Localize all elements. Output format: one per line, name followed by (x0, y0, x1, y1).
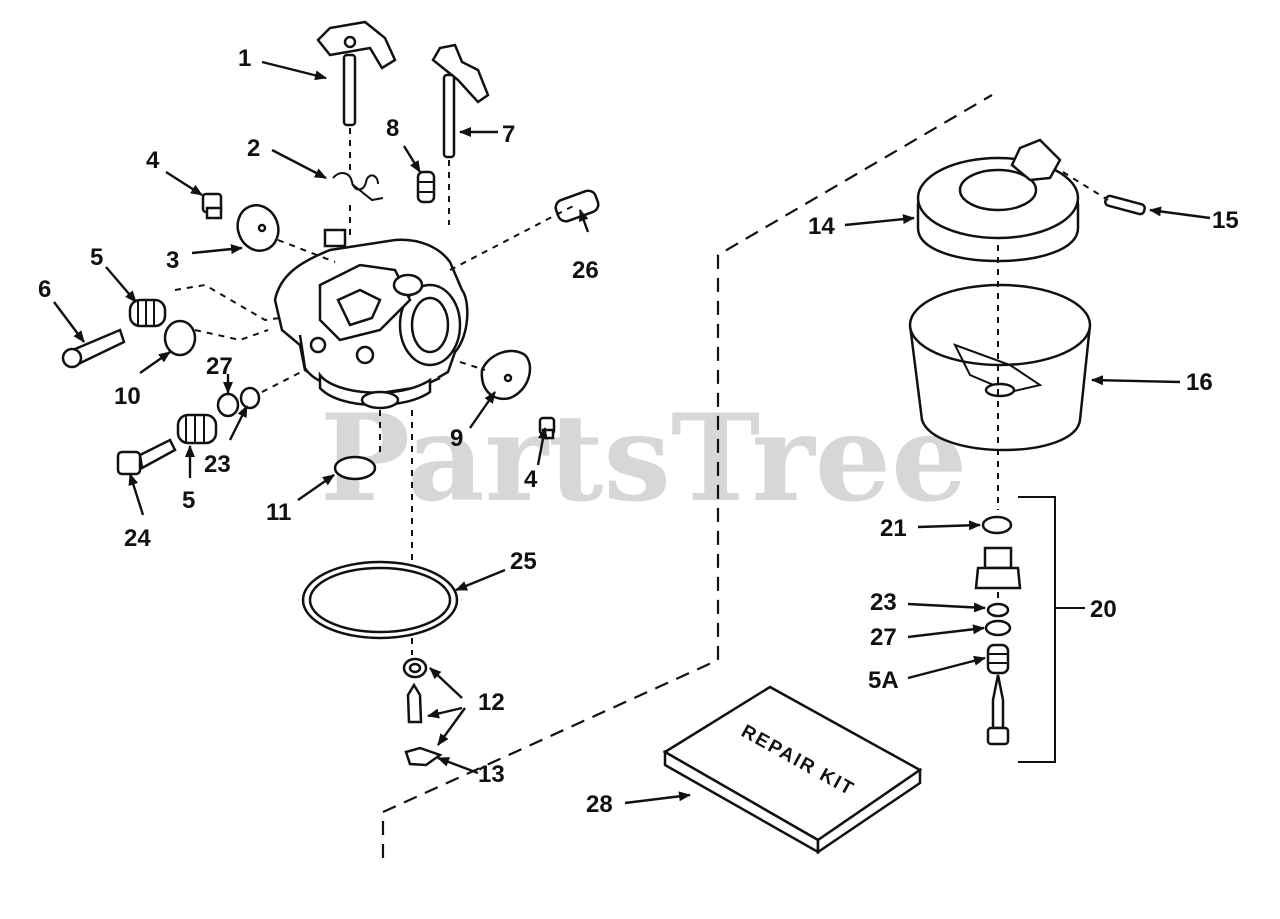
callout-5a: 5A (868, 667, 899, 694)
link-line-3 (277, 239, 336, 263)
callout-2: 2 (247, 135, 260, 162)
link-line-15 (1062, 171, 1109, 201)
part-spring-5a (986, 643, 1010, 675)
callout-25: 25 (510, 548, 537, 575)
callout-12: 12 (478, 689, 505, 716)
callout-7: 7 (502, 121, 515, 148)
callout-8: 8 (386, 115, 399, 142)
callout-21: 21 (880, 515, 907, 542)
part-choke-plate (236, 204, 280, 252)
part-bowl-nut-20 (974, 546, 1022, 605)
callout-6: 6 (38, 276, 51, 303)
part-fitting-26 (554, 189, 600, 223)
bracket-20 (1018, 496, 1056, 763)
carburetor-body (273, 228, 469, 410)
part-idle-screw (61, 328, 126, 369)
link-line-27 (261, 369, 306, 393)
callout-13: 13 (478, 761, 505, 788)
callout-11: 11 (266, 499, 291, 526)
callout-27-right: 27 (870, 624, 897, 651)
callout-9: 9 (450, 425, 463, 452)
part-needle-seat (402, 657, 428, 679)
part-throttle-shaft (316, 20, 397, 175)
callout-4-bottom: 4 (524, 466, 538, 493)
part-washer-27-left (216, 392, 240, 418)
watermark: PartsTree (320, 388, 967, 529)
part-main-needle-24 (116, 438, 177, 476)
part-screw-right (538, 416, 556, 440)
callout-23-right: 23 (870, 589, 897, 616)
callout-10: 10 (114, 383, 141, 410)
part-needle-clip (404, 746, 443, 767)
part-float-pin-15 (1104, 194, 1146, 216)
part-spring-8 (416, 170, 436, 204)
callout-16: 16 (1186, 369, 1213, 396)
callout-23-left: 23 (204, 451, 231, 478)
callout-3: 3 (166, 247, 179, 274)
callout-1: 1 (238, 45, 251, 72)
callout-4-top: 4 (146, 147, 160, 174)
part-washer-23-right (986, 602, 1010, 618)
part-needle-valve-right (986, 674, 1010, 746)
part-washer-27-right (984, 619, 1012, 637)
callout-14: 14 (808, 213, 835, 240)
callout-24: 24 (124, 525, 151, 552)
part-bowl-gasket (301, 560, 459, 640)
part-float-14 (916, 138, 1080, 263)
callout-28: 28 (586, 791, 613, 818)
part-float-bowl-16 (908, 283, 1092, 452)
part-repair-kit-28: REPAIR KIT (662, 685, 923, 855)
part-washer-23-left (239, 386, 261, 410)
part-spring-2 (332, 172, 384, 240)
callout-20: 20 (1090, 596, 1117, 623)
part-spring-5-upper (128, 298, 167, 328)
link-line-10 (194, 329, 269, 342)
part-choke-shaft (431, 43, 490, 225)
part-plug-11 (333, 455, 377, 481)
callout-15: 15 (1212, 207, 1239, 234)
part-spring-5-lower (176, 413, 218, 445)
callout-27-left: 27 (206, 353, 233, 380)
link-line-26 (449, 204, 576, 271)
callout-5-lower: 5 (182, 487, 195, 514)
kit-boundary-line (381, 94, 993, 858)
callout-5-upper: 5 (90, 244, 103, 271)
part-washer-21 (981, 515, 1013, 535)
part-inlet-needle (406, 682, 423, 724)
part-screw-top (201, 192, 223, 220)
link-line-9 (459, 361, 486, 371)
part-welch-plug-10 (163, 319, 197, 357)
link-line-5 (174, 283, 281, 322)
callout-26: 26 (572, 257, 599, 284)
callout-arrows (53, 60, 1211, 805)
